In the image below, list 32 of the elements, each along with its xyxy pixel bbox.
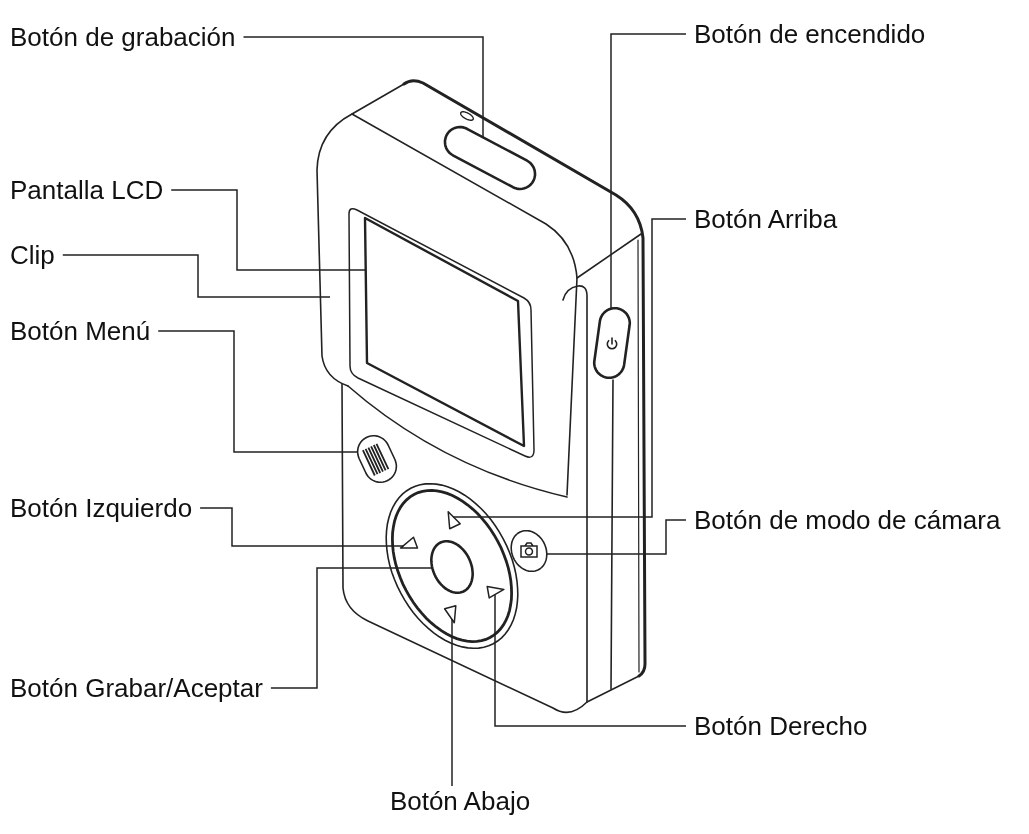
leader-line	[157, 330, 359, 453]
left-arrow-button	[399, 536, 419, 549]
center-button	[430, 540, 474, 594]
callout-label: Botón de modo de cámara	[686, 505, 1009, 535]
leader-line	[494, 593, 687, 727]
leader-line	[545, 519, 687, 555]
callout-label: Botón Menú	[2, 316, 159, 346]
power-button	[592, 306, 632, 380]
callout-label: Botón Grabar/Aceptar	[2, 673, 271, 703]
callout-label: Botón Arriba	[686, 204, 846, 234]
callout-label: Botón Abajo	[381, 786, 539, 816]
callout-label: Clip	[2, 240, 63, 270]
leader-line	[270, 567, 434, 689]
right-arrow-button	[486, 585, 505, 599]
menu-button	[356, 435, 398, 483]
leader-line	[610, 33, 687, 310]
record-button	[443, 125, 537, 191]
up-arrow-button	[447, 511, 461, 530]
callout-label: Botón Derecho	[686, 711, 876, 741]
leader-line	[242, 36, 484, 139]
callout-label: Botón Izquierdo	[2, 493, 201, 523]
down-arrow-button	[443, 605, 457, 624]
leader-line	[452, 218, 687, 518]
lcd-screen	[363, 216, 526, 448]
callout-label: Pantalla LCD	[2, 175, 172, 205]
leader-line	[62, 254, 331, 298]
callout-label: Botón de grabación	[2, 22, 244, 52]
camera-mode-button	[510, 529, 548, 573]
leader-line	[451, 618, 453, 787]
callout-label: Botón de encendido	[686, 19, 934, 49]
leader-line	[199, 507, 405, 547]
leader-line	[170, 189, 367, 271]
